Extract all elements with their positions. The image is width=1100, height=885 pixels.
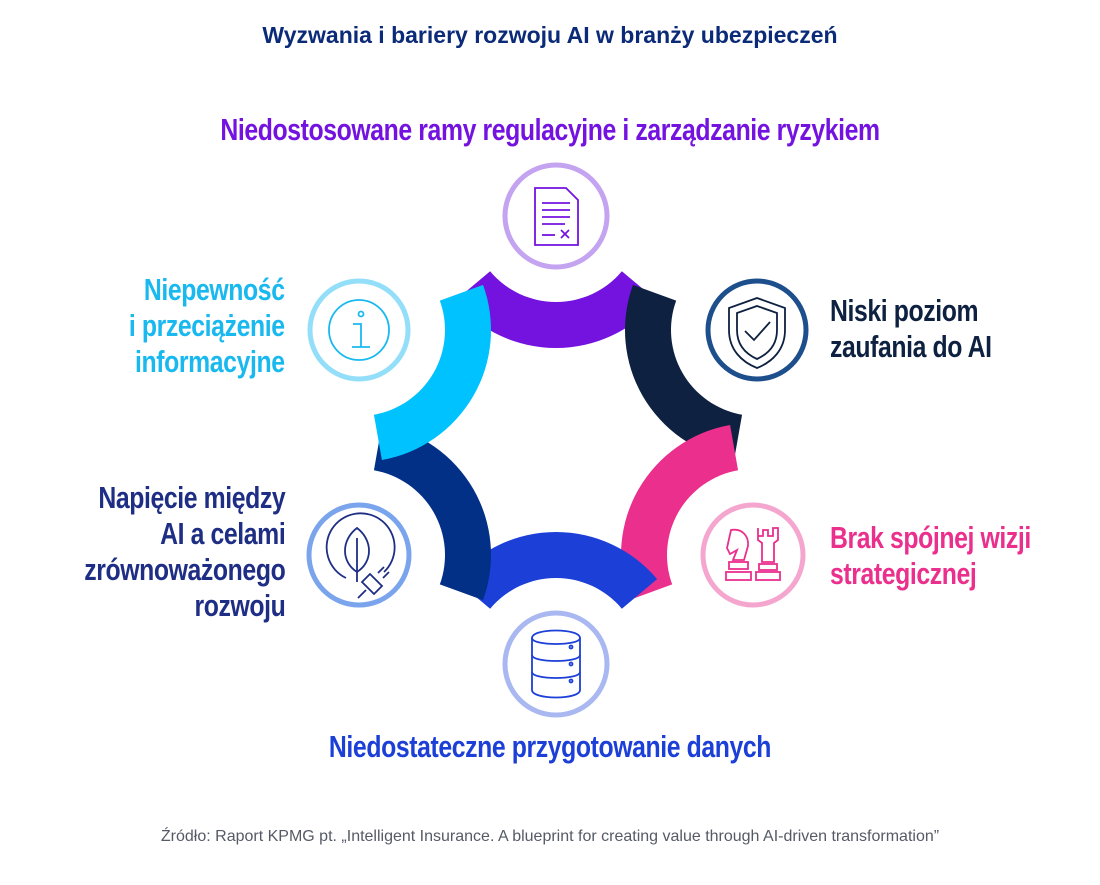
document-icon <box>534 187 579 246</box>
arc-strategy <box>621 425 739 601</box>
node-strategy <box>700 502 806 608</box>
leaf-plug-icon <box>325 512 396 599</box>
database-icon <box>531 629 581 699</box>
ring-arcs <box>373 271 743 609</box>
icon-nodes <box>306 162 809 718</box>
label-data: Niedostateczne przygotowanie danych <box>328 729 772 764</box>
node-regulatory <box>502 162 610 270</box>
arc-trust <box>624 284 743 460</box>
node-trust <box>705 278 809 382</box>
label-regulatory: Niedostosowane ramy regulacyjne i zarząd… <box>220 112 880 147</box>
node-information <box>307 278 411 382</box>
arc-regulatory <box>454 271 658 348</box>
info-icon <box>328 299 390 361</box>
arc-data <box>454 532 658 609</box>
chess-icon <box>725 527 781 581</box>
node-sustainability <box>306 502 412 608</box>
arc-sustainability <box>373 425 492 601</box>
diagram-title: Wyzwania i bariery rozwoju AI w branży u… <box>262 22 838 48</box>
arc-information <box>373 284 491 460</box>
shield-check-icon <box>728 297 786 369</box>
node-data <box>502 610 610 718</box>
source-note: Źródło: Raport KPMG pt. „Intelligent Ins… <box>160 828 940 845</box>
